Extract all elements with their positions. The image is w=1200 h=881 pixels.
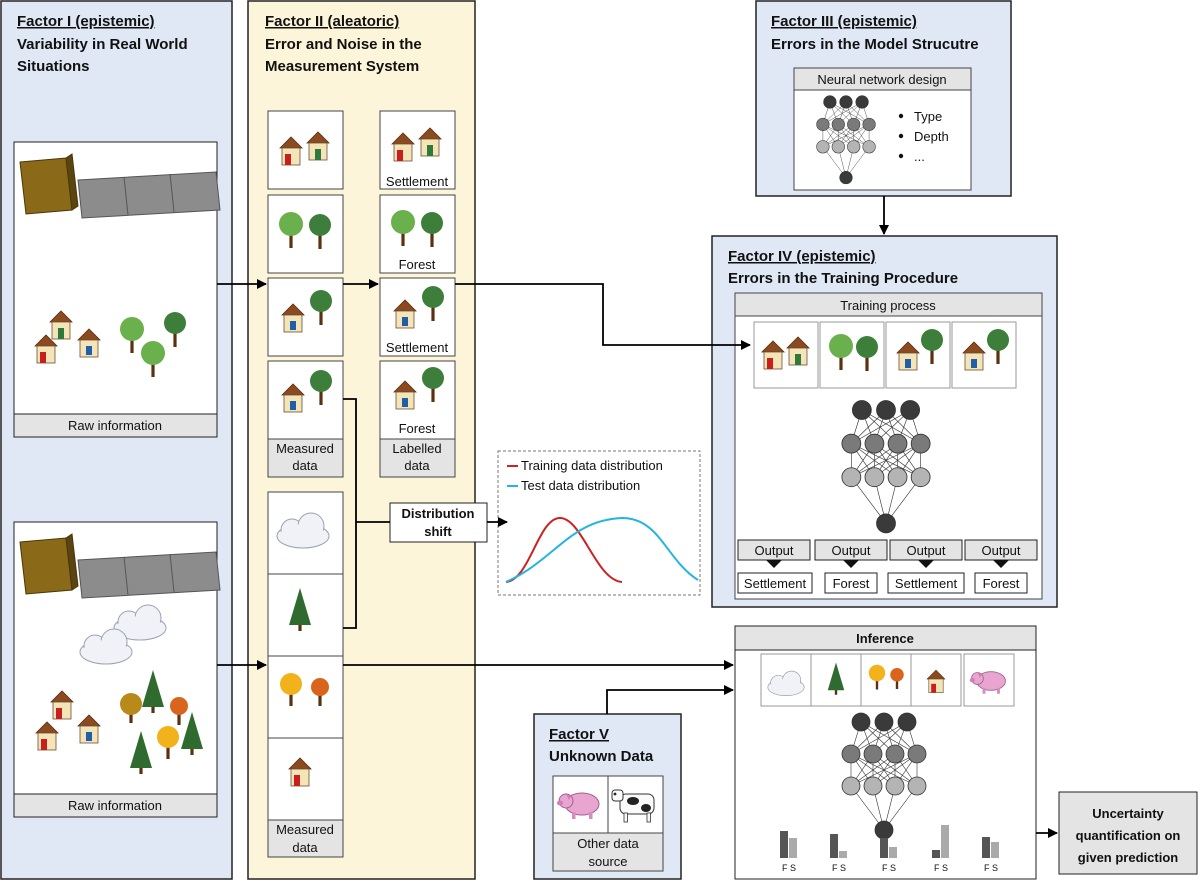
connectors <box>217 196 1058 838</box>
inference-title: Inference <box>856 631 914 646</box>
factor-1-subtitle-1: Variability in Real World <box>17 36 188 53</box>
bar-label: F S <box>882 863 896 873</box>
factor-2-subtitle-2: Measurement System <box>265 58 419 75</box>
uncertainty-bars: F S F S F S F S F S <box>780 825 999 873</box>
bar-label: F S <box>832 863 846 873</box>
label-settlement: Settlement <box>386 174 449 189</box>
training-outputs: Output Settlement Output Forest Output S… <box>737 539 1038 594</box>
bar-label: F S <box>782 863 796 873</box>
factor-5-panel: Factor V Unknown Data Other data source <box>533 713 682 880</box>
factor-1-panel: Factor I (epistemic) Variability in Real… <box>0 0 233 880</box>
output-label: Output <box>981 543 1020 558</box>
factor-5-title: Factor V <box>549 726 609 743</box>
bracket-shift <box>343 398 357 629</box>
measured-column-shifted: Measured data <box>267 491 344 858</box>
uncertainty-label-3: given prediction <box>1078 850 1178 865</box>
svg-text:data: data <box>292 840 318 855</box>
svg-text:data: data <box>404 458 430 473</box>
output-label: Output <box>906 543 945 558</box>
svg-text:source: source <box>588 854 627 869</box>
training-process-label: Training process <box>840 298 936 313</box>
measured-data-label: Measured <box>276 822 334 837</box>
test-curve <box>505 516 699 583</box>
bullet-more: ... <box>914 149 925 164</box>
raw-information-label-bottom: Raw information <box>68 798 162 813</box>
factor-4-subtitle: Errors in the Training Procedure <box>728 270 958 287</box>
measured-column: Measured data <box>267 110 344 478</box>
factor-3-panel: Factor III (epistemic) Errors in the Mod… <box>755 0 1012 197</box>
legend-test: Test data distribution <box>521 478 640 493</box>
factor-2-title: Factor II (aleatoric) <box>265 13 399 30</box>
factor-3-subtitle: Errors in the Model Strucutre <box>771 36 979 53</box>
nn-design-label: Neural network design <box>817 72 946 87</box>
arrow-labelled-to-training <box>455 283 751 350</box>
output-value: Forest <box>983 576 1020 591</box>
uncertainty-label-1: Uncertainty <box>1092 806 1164 821</box>
factor-5-subtitle: Unknown Data <box>549 748 654 765</box>
factor-1-subtitle-2: Situations <box>17 58 90 75</box>
output-label: Output <box>831 543 870 558</box>
label-settlement: Settlement <box>386 340 449 355</box>
arrow-unknown-to-inference <box>606 685 734 714</box>
training-curve <box>505 516 623 583</box>
labelled-column: Settlement Forest Settlement Forest Labe… <box>379 110 456 478</box>
measured-data-label: Measured <box>276 441 334 456</box>
label-forest: Forest <box>399 257 436 272</box>
factor-3-title: Factor III (epistemic) <box>771 13 917 30</box>
svg-text:data: data <box>292 458 318 473</box>
factor-2-subtitle-1: Error and Noise in the <box>265 36 422 53</box>
factor-2-panel: Factor II (aleatoric) Error and Noise in… <box>247 0 476 880</box>
bullet-type: Type <box>914 109 942 124</box>
uncertainty-label-2: quantification on <box>1076 828 1181 843</box>
raw-information-label-top: Raw information <box>68 418 162 433</box>
label-forest: Forest <box>399 421 436 436</box>
output-label: Output <box>754 543 793 558</box>
factor-4-panel: Factor IV (epistemic) Errors in the Trai… <box>711 235 1058 608</box>
distribution-shift-label: Distribution <box>402 506 475 521</box>
training-thumbnails <box>753 321 1017 389</box>
factor-4-title: Factor IV (epistemic) <box>728 248 876 265</box>
legend-training: Training data distribution <box>521 458 663 473</box>
output-value: Forest <box>833 576 870 591</box>
factor-1-title: Factor I (epistemic) <box>17 13 155 30</box>
labelled-data-label: Labelled <box>392 441 441 456</box>
svg-text:shift: shift <box>424 524 452 539</box>
distribution-shift: Distribution shift Training data distrib… <box>389 450 701 596</box>
output-value: Settlement <box>895 576 958 591</box>
other-data-source-label: Other data <box>577 836 639 851</box>
bar-label: F S <box>934 863 948 873</box>
inference-panel: Inference F S F S F S F S F S <box>734 625 1037 880</box>
bullet-depth: Depth <box>914 129 949 144</box>
uncertainty-box: Uncertainty quantification on given pred… <box>1058 791 1198 875</box>
output-value: Settlement <box>744 576 807 591</box>
bar-label: F S <box>984 863 998 873</box>
